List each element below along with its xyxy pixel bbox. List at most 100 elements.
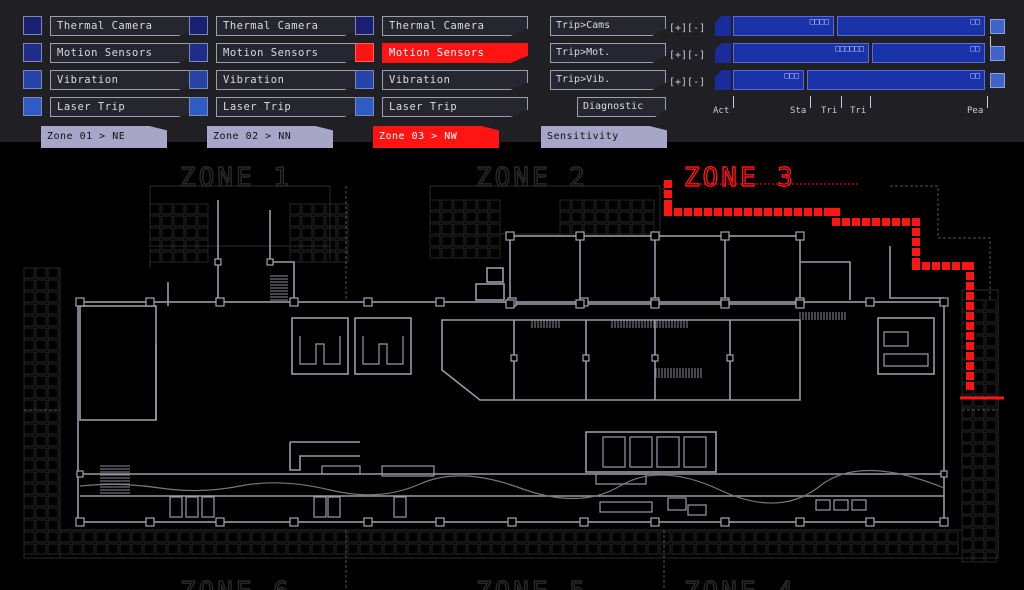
grid-cell <box>985 371 997 383</box>
sensor-node[interactable] <box>575 299 585 309</box>
sensor-node[interactable] <box>651 354 659 362</box>
sensor-toggle-2-1[interactable]: Thermal Camera <box>216 16 362 36</box>
bar-end-square-3[interactable] <box>990 73 1005 88</box>
sensor-node[interactable] <box>75 517 85 527</box>
sensor-toggle-1-1[interactable]: Thermal Camera <box>50 16 196 36</box>
trip-button-1[interactable]: Trip>Cams <box>550 16 666 36</box>
sensor-toggle-2-2[interactable]: Motion Sensors <box>216 43 362 63</box>
tab-zone-2[interactable]: Zone 02 > NN <box>207 126 333 148</box>
sensor-node[interactable] <box>289 297 299 307</box>
sensor-node[interactable] <box>720 299 730 309</box>
sensor-node[interactable] <box>720 517 730 527</box>
sensor-node[interactable] <box>145 517 155 527</box>
alert-cell <box>704 208 712 216</box>
grid-cell <box>197 239 209 251</box>
sensor-node[interactable] <box>507 517 517 527</box>
trip-button-2[interactable]: Trip>Mot. <box>550 43 666 63</box>
trip-adjust-2[interactable]: [+][-] <box>669 50 706 61</box>
sensitivity-bar-b-2[interactable]: □□ <box>872 43 985 63</box>
sensor-node[interactable] <box>215 517 225 527</box>
tab-zone-1[interactable]: Zone 01 > NE <box>41 126 167 148</box>
sensor-toggle-3-3[interactable]: Vibration <box>382 70 528 90</box>
sensor-node[interactable] <box>505 231 515 241</box>
sensor-node[interactable] <box>215 297 225 307</box>
sensor-node[interactable] <box>865 517 875 527</box>
sensor-indicator-3-2[interactable] <box>355 43 374 62</box>
sensor-node[interactable] <box>575 231 585 241</box>
grid-cell <box>155 531 167 543</box>
sensitivity-bar-b-3[interactable]: □□ <box>807 70 985 90</box>
sensor-node[interactable] <box>435 297 445 307</box>
sensor-toggle-3-1[interactable]: Thermal Camera <box>382 16 528 36</box>
sensor-node[interactable] <box>939 297 949 307</box>
sensor-node[interactable] <box>579 517 589 527</box>
sensor-toggle-2-4[interactable]: Laser Trip <box>216 97 362 117</box>
grid-cell <box>827 543 839 555</box>
interior-fixtures <box>79 331 945 518</box>
sensor-indicator-1-1[interactable] <box>23 16 42 35</box>
sensitivity-bar-a-2[interactable]: □□□□□□ <box>733 43 869 63</box>
sensor-indicator-2-4[interactable] <box>189 97 208 116</box>
tab-zone-3[interactable]: Zone 03 > NW <box>373 126 499 148</box>
grid-cell <box>313 215 325 227</box>
grid-cell <box>973 479 985 491</box>
sensor-toggle-2-3[interactable]: Vibration <box>216 70 362 90</box>
grid-cell <box>961 539 973 551</box>
grid-cell <box>961 515 973 527</box>
sensor-node[interactable] <box>266 258 274 266</box>
trip-adjust-1[interactable]: [+][-] <box>669 23 706 34</box>
sensor-node[interactable] <box>720 231 730 241</box>
sensor-node[interactable] <box>582 354 590 362</box>
grid-cell <box>395 531 407 543</box>
sensor-indicator-1-3[interactable] <box>23 70 42 89</box>
sensor-indicator-3-4[interactable] <box>355 97 374 116</box>
sensor-node[interactable] <box>510 354 518 362</box>
sensor-indicator-2-1[interactable] <box>189 16 208 35</box>
grid-cell <box>347 543 359 555</box>
sensor-indicator-1-4[interactable] <box>23 97 42 116</box>
sensor-node[interactable] <box>435 517 445 527</box>
sensor-node[interactable] <box>76 470 84 478</box>
sensor-node[interactable] <box>939 517 949 527</box>
sensor-node[interactable] <box>289 517 299 527</box>
sensor-node[interactable] <box>214 258 222 266</box>
grid-cell <box>985 515 997 527</box>
grid-cell <box>289 203 301 215</box>
sensor-node[interactable] <box>940 470 948 478</box>
sensor-toggle-1-2[interactable]: Motion Sensors <box>50 43 196 63</box>
trip-button-3[interactable]: Trip>Vib. <box>550 70 666 90</box>
sensor-node[interactable] <box>650 299 660 309</box>
bar-end-square-1[interactable] <box>990 19 1005 34</box>
sensor-node[interactable] <box>726 354 734 362</box>
sensor-node[interactable] <box>650 231 660 241</box>
diagnostic-button[interactable]: Diagnostic <box>577 97 666 117</box>
sensor-node[interactable] <box>363 297 373 307</box>
sensor-toggle-3-2[interactable]: Motion Sensors <box>382 43 528 63</box>
grid-cell <box>35 531 47 543</box>
sensor-node[interactable] <box>75 297 85 307</box>
sensitivity-bar-a-3[interactable]: □□□ <box>733 70 804 90</box>
sensor-node[interactable] <box>505 299 515 309</box>
grid-cell <box>731 543 743 555</box>
sensor-indicator-1-2[interactable] <box>23 43 42 62</box>
sensitivity-bar-a-1[interactable]: □□□□ <box>733 16 834 36</box>
sensor-node[interactable] <box>795 231 805 241</box>
sensor-toggle-3-4[interactable]: Laser Trip <box>382 97 528 117</box>
sensor-indicator-3-1[interactable] <box>355 16 374 35</box>
sensor-indicator-3-3[interactable] <box>355 70 374 89</box>
sensor-indicator-2-2[interactable] <box>189 43 208 62</box>
sensor-node[interactable] <box>363 517 373 527</box>
bar-end-square-2[interactable] <box>990 46 1005 61</box>
grid-cell <box>453 247 465 259</box>
trip-adjust-3[interactable]: [+][-] <box>669 77 706 88</box>
sensitivity-bar-b-1[interactable]: □□ <box>837 16 985 36</box>
sensor-node[interactable] <box>865 297 875 307</box>
sensor-node[interactable] <box>795 517 805 527</box>
sensor-node[interactable] <box>145 297 155 307</box>
sensor-toggle-1-3[interactable]: Vibration <box>50 70 196 90</box>
tab-sensitivity[interactable]: Sensitivity <box>541 126 667 148</box>
sensor-node[interactable] <box>650 517 660 527</box>
sensor-node[interactable] <box>795 299 805 309</box>
sensor-toggle-1-4[interactable]: Laser Trip <box>50 97 196 117</box>
sensor-indicator-2-3[interactable] <box>189 70 208 89</box>
